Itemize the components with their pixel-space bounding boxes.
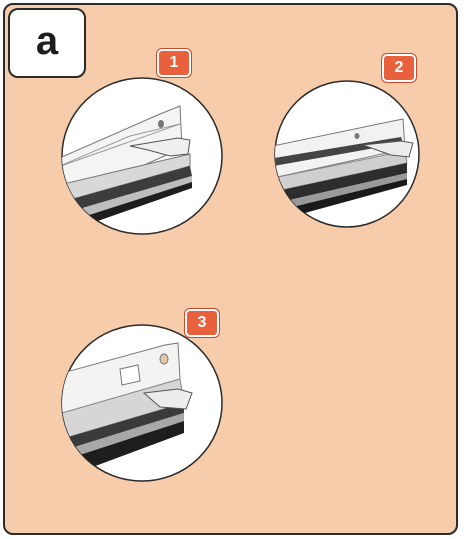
rail-end-detail-icon bbox=[61, 77, 223, 235]
rail-end-detail-icon bbox=[61, 324, 223, 482]
step-badge-2: 2 bbox=[382, 54, 416, 82]
step-badge-3: 3 bbox=[185, 309, 219, 337]
step-badge-1: 1 bbox=[157, 49, 191, 77]
step-number-2: 2 bbox=[394, 59, 404, 76]
zoom-circle-2 bbox=[273, 79, 421, 229]
instruction-panel: a 1 bbox=[3, 3, 458, 535]
rail-end-detail-icon bbox=[274, 80, 420, 228]
step-number-3: 3 bbox=[197, 314, 207, 331]
panel-label-box: a bbox=[8, 8, 86, 78]
zoom-circle-3 bbox=[60, 323, 224, 483]
zoom-circle-1 bbox=[60, 76, 224, 236]
step-number-1: 1 bbox=[169, 54, 179, 71]
panel-letter: a bbox=[35, 19, 59, 63]
